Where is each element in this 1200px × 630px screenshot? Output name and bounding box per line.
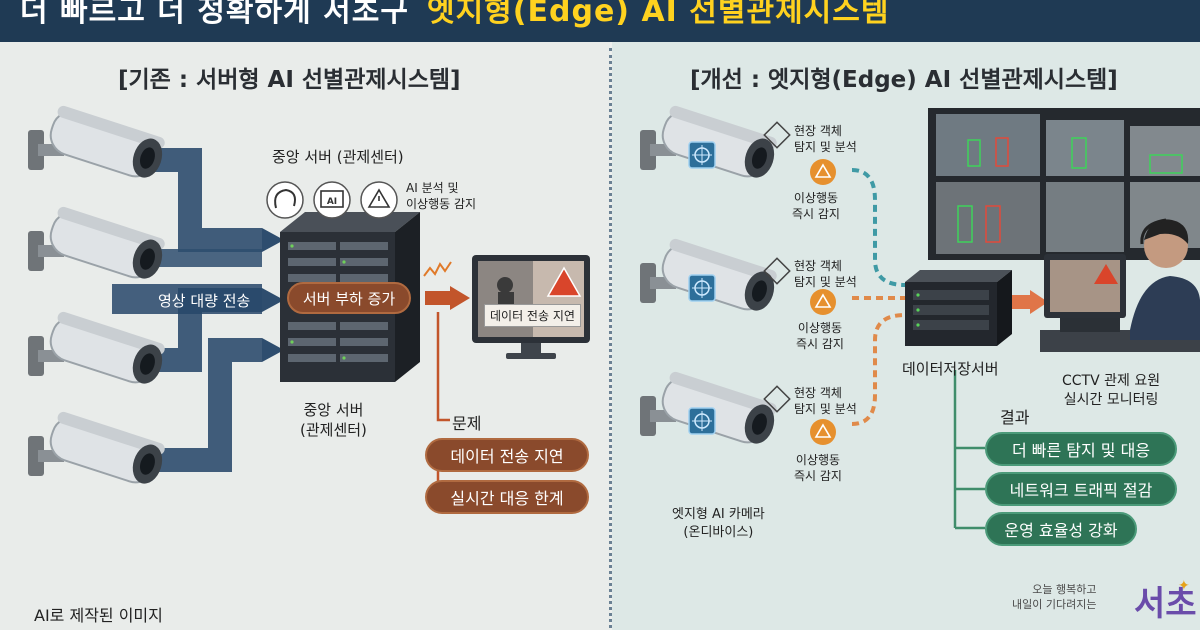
edge-camera-label: 엣지형 AI 카메라 (온디바이스) [672,506,765,542]
detect-line: 현장 객체 [794,386,842,400]
left-data-flows [112,148,284,472]
panel-divider [609,48,612,628]
header-title-highlight: 엣지형(Edge) AI 선별관제시스템 [426,0,890,29]
left-camera-icon [27,309,170,391]
alert-icon [809,158,837,186]
detect-line: 탐지 및 분석 [794,402,857,416]
ai-analysis-line: AI 분석 및 [406,181,459,195]
server-top-label: 중앙 서버 (관제센터) [272,148,404,166]
alert-line: 즉시 감지 [794,469,842,483]
detect-label: 현장 객체 탐지 및 분석 [794,123,857,155]
ai-analysis-line: 이상행동 감지 [406,197,477,211]
monitor-delay-label: 데이터 전송 지연 [484,304,581,327]
video-wall-icon [928,108,1200,260]
ai-chip-icon [688,407,716,435]
alert-line: 이상행동 [793,191,839,205]
alert-line: 즉시 감지 [792,207,840,221]
alert-line: 이상행동 [795,453,841,467]
left-camera-icon [27,103,170,185]
result-connector [953,370,985,530]
result-item: 더 빠른 탐지 및 대응 [985,432,1177,466]
detection-icon [360,181,398,219]
video-transfer-label: 영상 대량 전송 [158,292,251,310]
alert-line: 즉시 감지 [796,337,844,351]
logo-tagline-line: 오늘 행복하고 [1032,583,1097,596]
left-panel-title: [기존 : 서버형 AI 선별관제시스템] [118,67,461,93]
alert-line: 이상행동 [797,321,843,335]
edge-camera-line: (온디바이스) [683,525,754,540]
result-item: 운영 효율성 강화 [985,512,1137,546]
edge-camera-line: 엣지형 AI 카메라 [672,507,765,522]
logo-tagline: 오늘 행복하고 내일이 기다려지는 [1012,582,1096,612]
alert-label: 이상행동 즉시 감지 [792,190,840,222]
problem-item: 실시간 대응 한계 [425,480,589,514]
detect-label: 현장 객체 탐지 및 분석 [794,385,857,417]
load-arrow [423,261,470,310]
ai-generated-note: AI로 제작된 이미지 [34,606,163,625]
server-bottom-label: 중앙 서버 (관제센터) [300,400,367,440]
left-camera-icon [27,204,170,286]
right-panel-title: [개선 : 엣지형(Edge) AI 선별관제시스템] [690,67,1118,93]
ai-chip-icon [688,274,716,302]
header-banner: 더 빠르고 더 정확하게 서초구 엣지형(Edge) AI 선별관제시스템 [0,0,1200,42]
problem-item: 데이터 전송 지연 [425,438,589,472]
header-title: 더 빠르고 더 정확하게 서초구 엣지형(Edge) AI 선별관제시스템 [20,0,889,30]
brain-icon [266,181,304,219]
right-data-flows [851,168,1048,426]
ai-chip-icon [688,141,716,169]
detect-line: 현장 객체 [794,259,842,273]
result-item: 네트워크 트래픽 절감 [985,472,1177,506]
logo-star-icon: ✦ [1178,578,1190,594]
server-bottom-line: 중앙 서버 [303,401,364,419]
problem-label: 문제 [452,414,482,433]
alert-label: 이상행동 즉시 감지 [796,320,844,352]
detect-line: 현장 객체 [794,124,842,138]
detect-label: 현장 객체 탐지 및 분석 [794,258,857,290]
alert-icon [809,418,837,446]
seocho-logo: 서초 [1134,584,1197,624]
ai-screen-icon: AI [313,181,351,219]
logo-tagline-line: 내일이 기다려지는 [1012,598,1097,611]
operator-person-icon [1130,218,1200,340]
alert-icon [809,288,837,316]
svg-text:AI: AI [327,197,337,207]
detect-icon [763,121,791,413]
storage-server-label: 데이터저장서버 [902,360,999,378]
server-bottom-line: (관제센터) [300,421,367,439]
alert-label: 이상행동 즉시 감지 [794,452,842,484]
operator-line: CCTV 관제 요원 [1062,373,1161,389]
detect-line: 탐지 및 분석 [794,275,857,289]
result-label: 결과 [1000,408,1030,427]
operator-line: 실시간 모니터링 [1063,392,1159,408]
server-load-badge: 서버 부하 증가 [287,282,411,314]
detect-line: 탐지 및 분석 [794,140,857,154]
header-title-prefix: 더 빠르고 더 정확하게 서초구 [20,0,409,29]
operator-label: CCTV 관제 요원 실시간 모니터링 [1062,372,1160,410]
left-camera-icon [27,409,170,491]
storage-server-icon [905,270,1012,346]
ai-analysis-label: AI 분석 및 이상행동 감지 [406,180,476,212]
